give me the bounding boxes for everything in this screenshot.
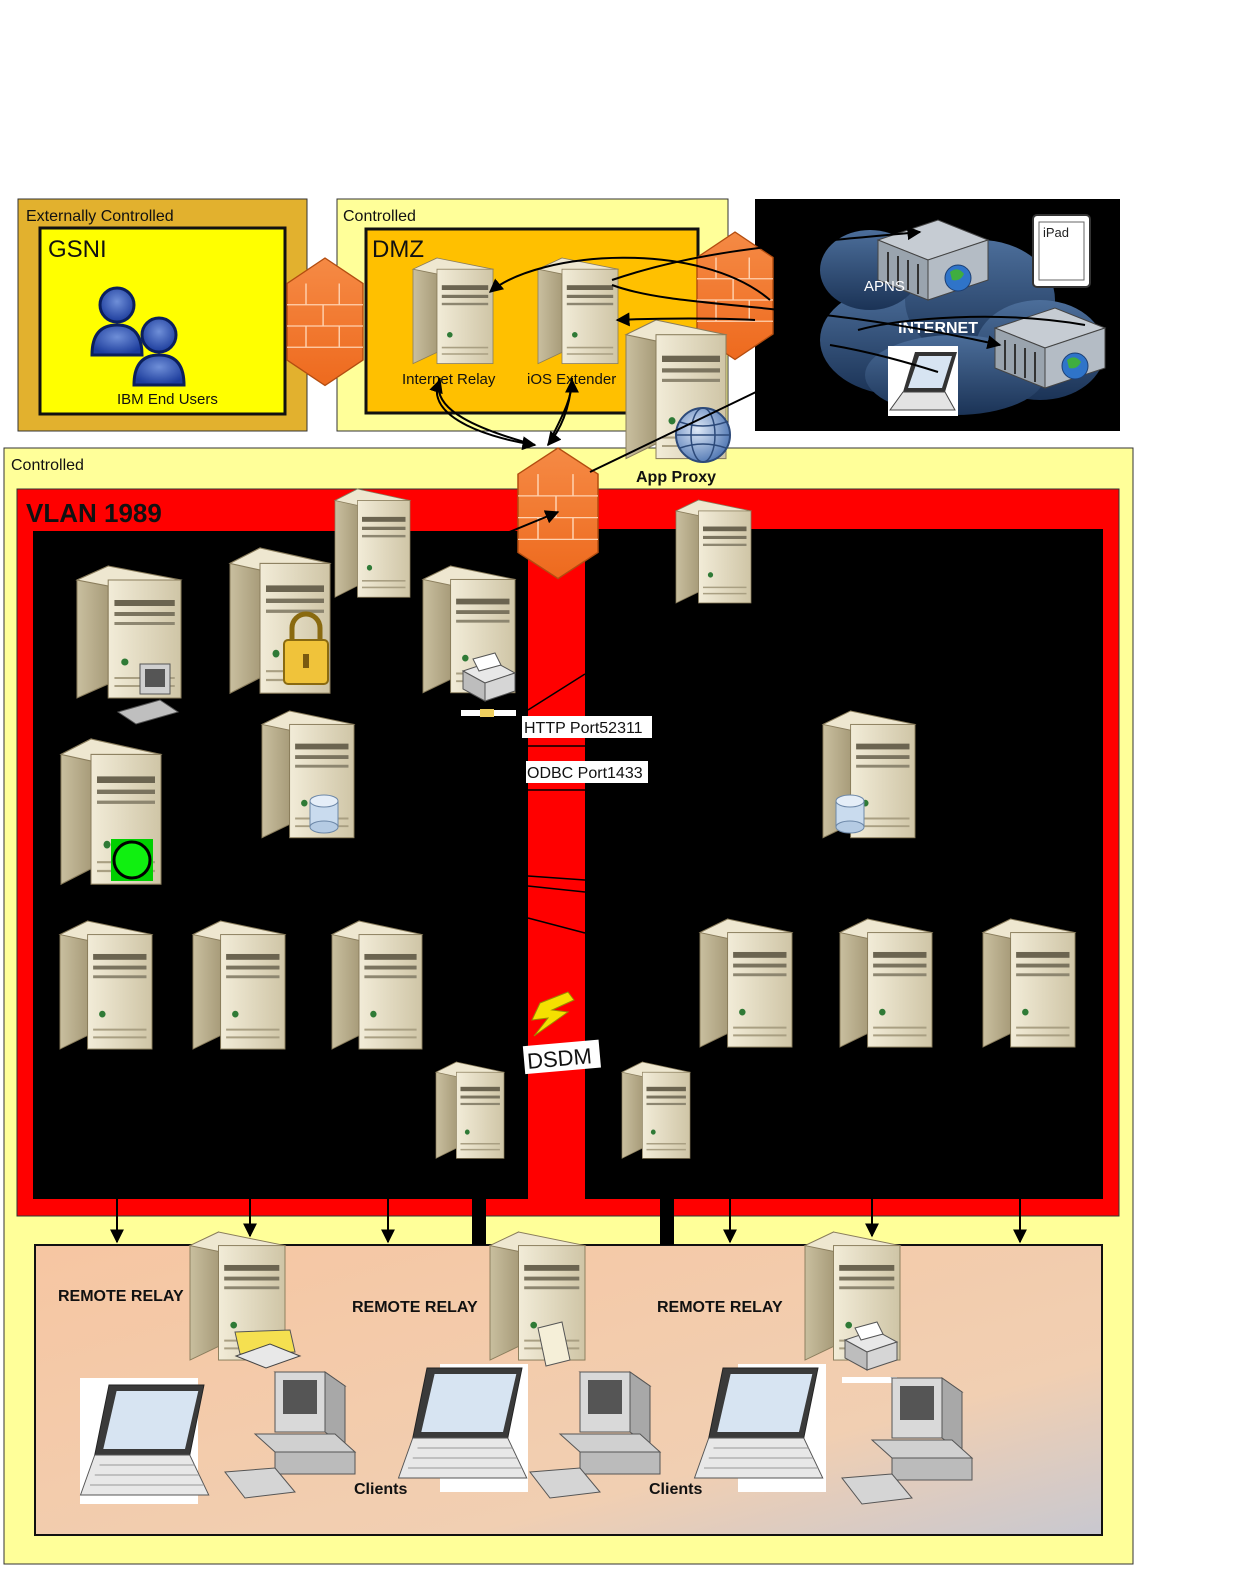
app-proxy-node: App Proxy	[624, 318, 731, 486]
database-server-left-icon	[261, 710, 355, 839]
app-proxy-label: App Proxy	[636, 469, 716, 486]
externally-controlled-label: Externally Controlled	[26, 208, 174, 225]
relay-server-4-icon	[699, 918, 793, 1049]
vlan-remote-arrows	[110, 1199, 1027, 1244]
ipad-icon	[1032, 214, 1091, 288]
document-icon	[537, 1321, 571, 1367]
externally-controlled-zone: Externally Controlled GSNI IBM End Users	[17, 198, 308, 432]
left-link-block	[472, 1199, 486, 1245]
clients-label-1: Clients	[354, 1481, 407, 1498]
relay-server-2-icon	[192, 920, 286, 1051]
ibm-end-users-label: IBM End Users	[117, 391, 218, 408]
internet-zone: APNS INTERNET iPad	[755, 199, 1120, 431]
right-link-block	[660, 1199, 674, 1245]
relay-server-1-icon	[59, 920, 153, 1051]
ipad-label: iPad	[1043, 225, 1069, 240]
vlan-firewall-icon	[517, 447, 599, 580]
status-green-icon	[111, 839, 153, 881]
odbc-port-badge: ODBC Port1433	[526, 761, 648, 783]
dmz-controlled-label: Controlled	[343, 208, 416, 225]
database-left-icon	[309, 794, 339, 834]
remote-relay-server-2-icon	[489, 1231, 586, 1362]
apns-label: APNS	[864, 278, 905, 295]
network-bar-highlight-icon	[480, 709, 494, 717]
internet-label: INTERNET	[898, 320, 978, 337]
relay-server-5-icon	[839, 918, 933, 1049]
gsni-title: GSNI	[48, 236, 107, 263]
users-icon	[90, 286, 186, 387]
remote-relay-label-3: REMOTE RELAY	[657, 1299, 783, 1316]
globe-icon	[675, 407, 731, 463]
left-top-server-icon	[334, 488, 411, 599]
database-right-icon	[835, 794, 865, 834]
dsdm-label: DSDM	[526, 1043, 593, 1074]
console-icon	[116, 663, 180, 725]
relay-server-3-icon	[331, 920, 423, 1051]
ios-extender-server-icon	[537, 257, 619, 365]
vlan-zone: VLAN 1989	[16, 488, 1120, 1217]
internet-relay-server-icon	[412, 257, 494, 365]
dsdm-badge: DSDM	[522, 991, 601, 1075]
right-top-server-icon	[675, 499, 752, 604]
dmz-title: DMZ	[372, 236, 424, 263]
left-bottom-server-icon	[435, 1061, 505, 1160]
controlled-label: Controlled	[11, 457, 84, 474]
internet-relay-label: Internet Relay	[402, 371, 496, 388]
remote-network-bar-icon	[842, 1377, 897, 1383]
cross-panel-links	[527, 673, 586, 934]
internet-laptop-icon	[888, 346, 958, 416]
dmz-connection-arrows	[429, 226, 1086, 541]
lock-icon	[283, 611, 329, 685]
relay-server-6-icon	[982, 918, 1076, 1049]
right-bottom-server-icon	[621, 1061, 691, 1160]
http-port-badge: HTTP Port52311	[522, 716, 652, 738]
package-icon	[234, 1329, 302, 1369]
gsni-dmz-firewall-icon	[286, 257, 364, 387]
odbc-port-label: ODBC Port1433	[527, 765, 643, 782]
clients-label-2: Clients	[649, 1481, 702, 1498]
remote-relay-label-1: REMOTE RELAY	[58, 1288, 184, 1305]
vlan-label: VLAN 1989	[26, 498, 162, 528]
remote-relay-label-2: REMOTE RELAY	[352, 1299, 478, 1316]
http-port-label: HTTP Port52311	[524, 720, 643, 737]
